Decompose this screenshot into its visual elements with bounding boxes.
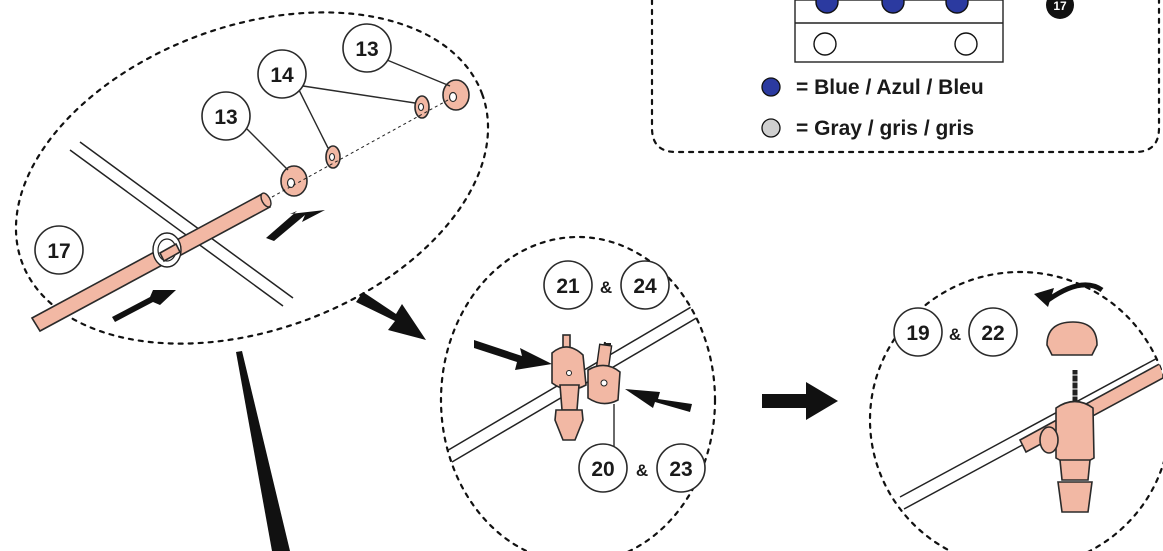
push-arrow-icon [625, 389, 692, 412]
callout-21 [543, 260, 593, 310]
bracket-21-24 [551, 334, 587, 441]
rotate-arrow-icon [1034, 288, 1054, 307]
push-arrow-icon [266, 210, 325, 241]
svg-text:20: 20 [591, 458, 614, 481]
blue-peg-icon [881, 0, 905, 14]
zoom-pointer-wedge [236, 351, 290, 551]
legend-dashed-border [650, 0, 1161, 154]
push-arrow-icon [112, 290, 176, 322]
gray-peg-icon [954, 32, 978, 56]
step1-rod-insertion: 13 14 13 17 [14, 11, 490, 345]
svg-text:24: 24 [633, 275, 657, 298]
bracket-20-23 [587, 341, 621, 405]
svg-text:21: 21 [556, 275, 580, 298]
step2-bracket-assembly: 21 & 24 20 & 23 [439, 235, 717, 551]
svg-text:14: 14 [270, 64, 294, 87]
assembled-bracket [1039, 370, 1095, 513]
step3-zoom-outline [868, 270, 1163, 551]
legend-blue-label: = Blue / Azul / Bleu [796, 76, 984, 99]
svg-text:&: & [949, 325, 961, 344]
callout-17 [34, 225, 84, 275]
callout-14 [257, 49, 307, 99]
callout-13-top [342, 23, 392, 73]
blue-peg-icon [815, 0, 839, 14]
callout-24 [620, 260, 670, 310]
color-legend-panel: 17 = Blue / Azul / Bleu = Gray / gris / … [650, 0, 1161, 154]
washer-14-upper [414, 95, 430, 119]
callout-19 [893, 307, 943, 357]
callout-20 [578, 443, 628, 493]
next-step-arrow-icon [762, 382, 838, 420]
svg-text:13: 13 [214, 106, 237, 129]
gray-swatch-icon [761, 118, 781, 138]
callout-22 [968, 307, 1018, 357]
step3-cap-install: 19 & 22 [868, 270, 1163, 551]
rod-17 [30, 192, 272, 333]
svg-text:&: & [636, 461, 648, 480]
callout-23 [656, 443, 706, 493]
gray-peg-icon [813, 32, 837, 56]
washer-14-lower [325, 145, 341, 169]
next-step-arrow-icon [356, 292, 426, 340]
cap-22 [1046, 321, 1098, 356]
legend-gray-label: = Gray / gris / gris [796, 117, 974, 140]
part-badge [1046, 0, 1074, 19]
callout-13-lower [201, 91, 251, 141]
blue-peg-icon [945, 0, 969, 14]
step2-zoom-outline [439, 235, 717, 551]
push-arrow-icon [474, 340, 552, 370]
svg-text:13: 13 [355, 38, 378, 61]
svg-text:22: 22 [981, 322, 1004, 345]
step1-zoom-outline [14, 11, 490, 345]
bumper-13-lower [280, 165, 308, 197]
svg-text:23: 23 [669, 458, 692, 481]
part-badge-label: 17 [1053, 0, 1067, 13]
blue-swatch-icon [761, 77, 781, 97]
bumper-13-upper [442, 79, 470, 111]
svg-text:&: & [600, 278, 612, 297]
svg-text:17: 17 [47, 240, 70, 263]
svg-text:19: 19 [906, 322, 929, 345]
